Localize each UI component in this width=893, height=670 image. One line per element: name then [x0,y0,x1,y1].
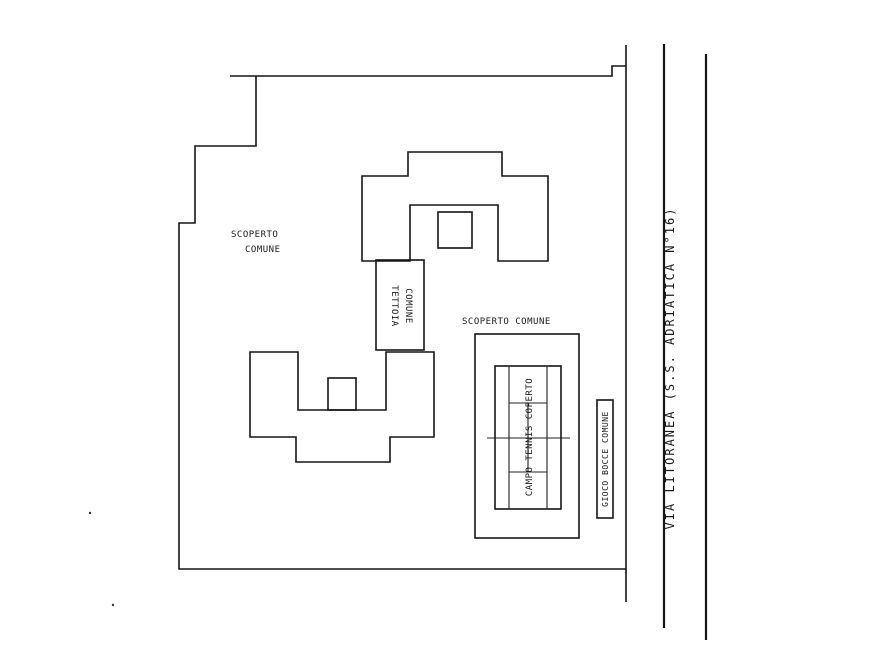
stray-dot-1 [88,511,92,515]
tettoia-label-line2: COMUNE [403,288,413,324]
campo-tennis-label: CAMPO TENNIS COPERTO [525,378,535,496]
scoperto-comune-label-2: SCOPERTO COMUNE [462,317,551,327]
scoperto-comune-label-1a: SCOPERTO [231,230,278,240]
stray-dot-2 [111,603,115,607]
building-lower [249,351,435,463]
lot-boundary [178,65,626,570]
building-lower-courtyard [327,377,357,411]
building-upper-courtyard [437,211,473,249]
scoperto-comune-label-1b: COMUNE [245,245,281,255]
tennis-area-outer [474,333,580,539]
road-label: VIA LITORANEA (S.S. ADRIATICA N°16) [663,207,677,530]
bocce-court [596,399,614,519]
building-upper [361,151,549,262]
tettoia-canopy [375,259,425,351]
gioco-bocce-label: GIOCO BOCCE COMUNE [601,411,610,507]
tettoia-label-line1: TETTOIA [389,285,399,327]
